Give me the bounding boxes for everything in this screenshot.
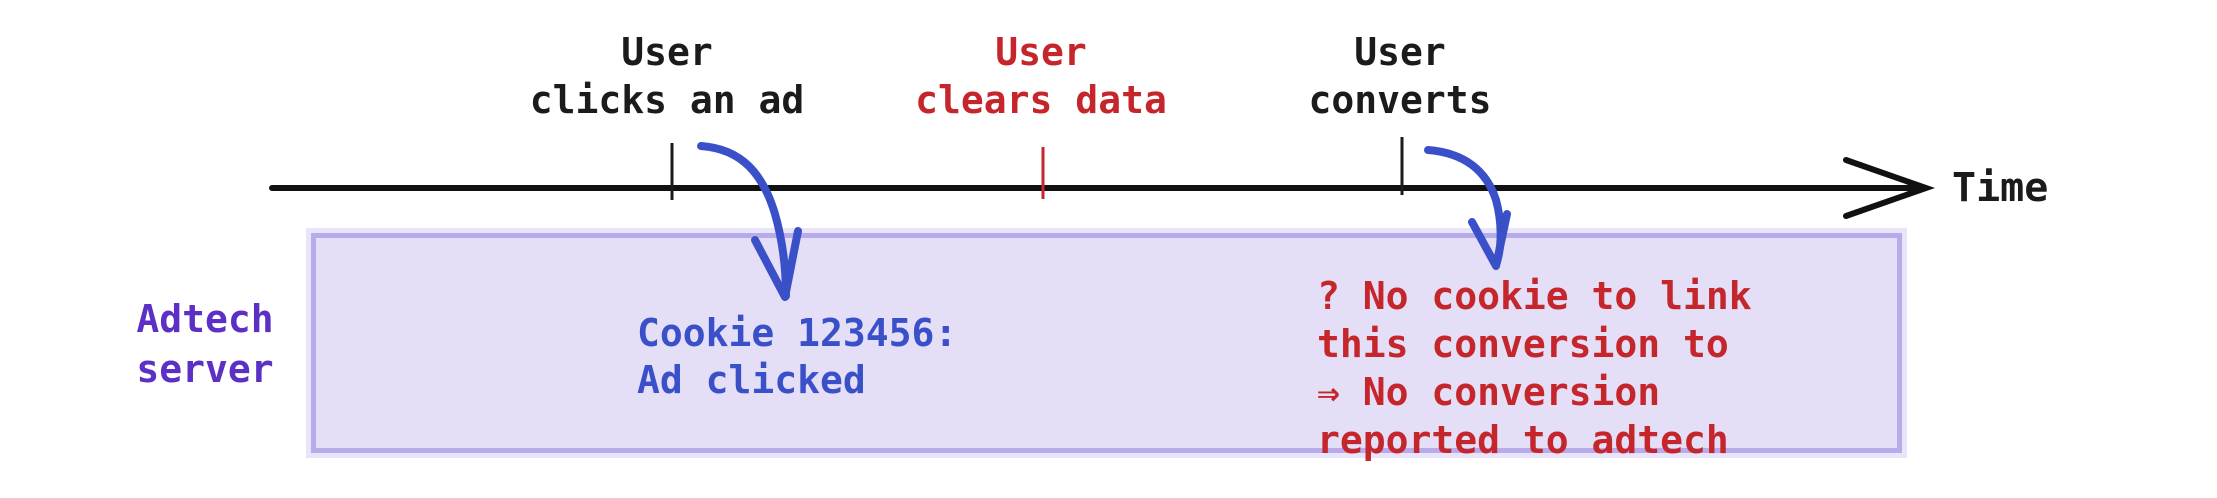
no-conversion-note: ? No cookie to link this conversion to ⇒…: [1317, 274, 1752, 462]
adtech-server-box: [311, 233, 1902, 453]
cookie-logged-note: Cookie 123456: Ad clicked: [637, 311, 958, 402]
time-axis-arrow-icon: [269, 157, 1936, 219]
event-label-clicks-ad: User clicks an ad: [529, 30, 805, 122]
adtech-server-label: Adtech server: [136, 297, 274, 391]
time-axis-label: Time: [1952, 165, 2049, 211]
event-label-clears-data: User clears data: [915, 30, 1167, 122]
event-label-converts: User converts: [1308, 30, 1492, 122]
